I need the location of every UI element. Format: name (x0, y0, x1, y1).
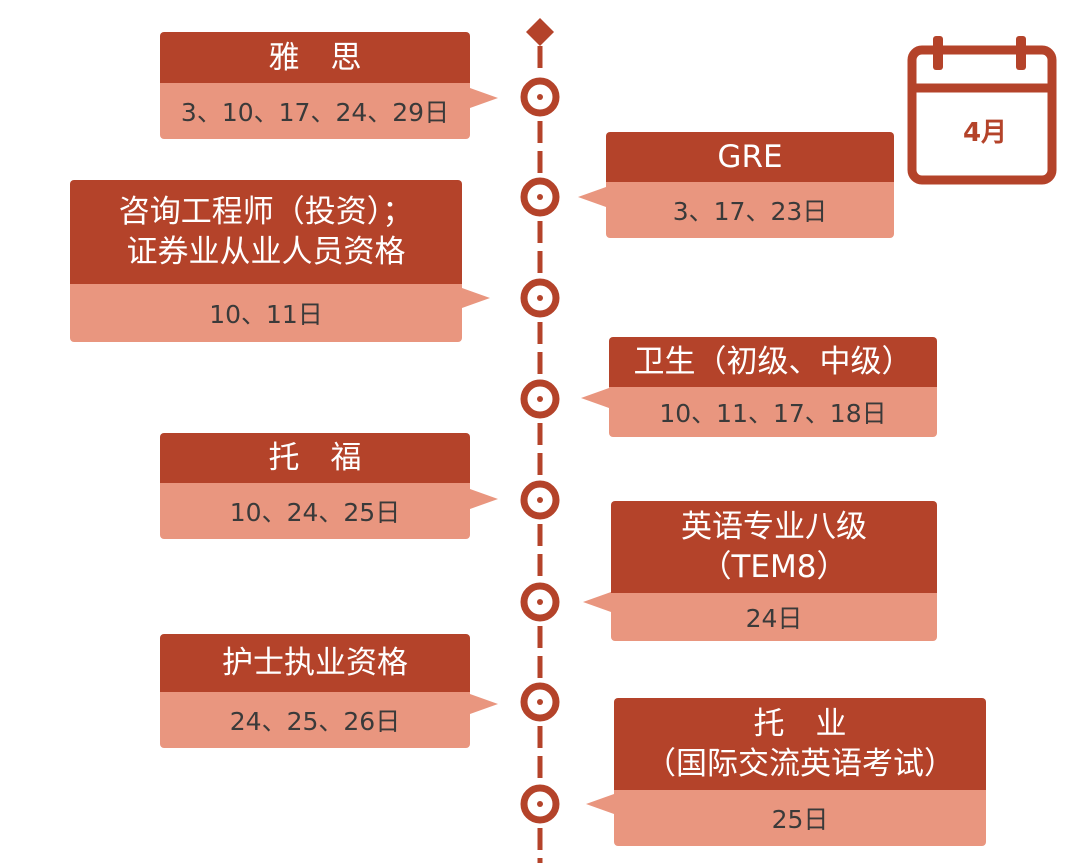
timeline-top-diamond (526, 18, 554, 46)
event-pointer (462, 288, 490, 308)
event-dates: 24日 (611, 593, 937, 641)
timeline-node (520, 480, 560, 520)
event-title: 托 福 (160, 433, 470, 483)
event-card-nurse: 护士执业资格 24、25、26日 (160, 634, 498, 748)
event-card-consulting-engineer: 咨询工程师（投资）； 证券业从业人员资格 10、11日 (70, 180, 490, 342)
event-card-ielts: 雅 思 3、10、17、24、29日 (160, 32, 498, 139)
timeline-node (520, 77, 560, 117)
event-card-gre: GRE 3、17、23日 (578, 132, 894, 238)
event-title: 卫生（初级、中级） (609, 337, 937, 387)
timeline-node (520, 682, 560, 722)
event-pointer (470, 694, 498, 714)
event-dates: 3、10、17、24、29日 (160, 83, 470, 139)
event-title: 英语专业八级 （TEM8） (611, 501, 937, 593)
event-pointer (470, 489, 498, 509)
event-dates: 24、25、26日 (160, 692, 470, 748)
event-title: 护士执业资格 (160, 634, 470, 692)
event-pointer (583, 592, 611, 612)
event-dates: 10、24、25日 (160, 483, 470, 539)
event-title: 咨询工程师（投资）； 证券业从业人员资格 (70, 180, 462, 284)
event-title: 雅 思 (160, 32, 470, 83)
event-pointer (470, 88, 498, 108)
timeline-node (520, 784, 560, 824)
timeline-node (520, 278, 560, 318)
event-dates: 10、11日 (70, 284, 462, 342)
event-card-tem8: 英语专业八级 （TEM8） 24日 (583, 501, 937, 641)
timeline-node (520, 582, 560, 622)
event-pointer (586, 794, 614, 814)
event-title: 托 业 （国际交流英语考试） (614, 698, 986, 790)
event-pointer (578, 187, 606, 207)
timeline-node (520, 177, 560, 217)
event-title: GRE (606, 132, 894, 182)
timeline-node (520, 379, 560, 419)
event-card-toefl: 托 福 10、24、25日 (160, 433, 498, 539)
event-dates: 10、11、17、18日 (609, 387, 937, 437)
event-dates: 3、17、23日 (606, 182, 894, 238)
event-card-health: 卫生（初级、中级） 10、11、17、18日 (581, 337, 937, 437)
event-card-toeic: 托 业 （国际交流英语考试） 25日 (586, 698, 986, 846)
calendar-month-label: 4月 (962, 118, 1008, 148)
event-pointer (581, 388, 609, 408)
calendar-icon (907, 36, 1057, 185)
event-dates: 25日 (614, 790, 986, 846)
